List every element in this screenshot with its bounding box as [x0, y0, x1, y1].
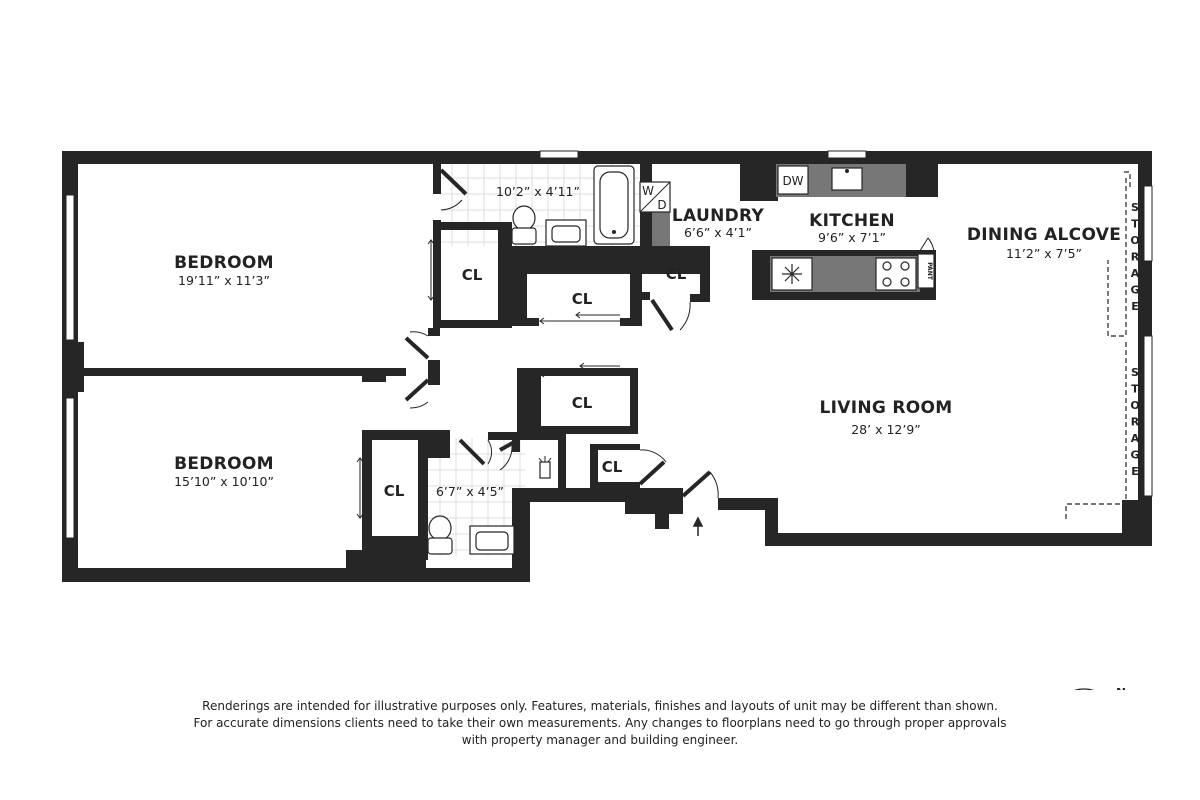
kitchen-name: KITCHEN	[809, 211, 895, 231]
closet-label: CL	[666, 265, 687, 283]
disclaimer-line: Renderings are intended for illustrative…	[202, 699, 998, 713]
windows	[65, 150, 1153, 539]
bath2-fixtures	[427, 456, 552, 555]
closet-label: CL	[572, 290, 593, 308]
entry-arrow-icon	[692, 516, 704, 536]
closet-label: CL	[462, 266, 483, 284]
window	[65, 397, 75, 539]
compass-north-label: N	[1116, 686, 1126, 690]
closet-label: CL	[384, 482, 405, 500]
kitchen-dims: 9’6” x 7’1”	[818, 230, 886, 245]
kitchen-counters	[770, 164, 935, 292]
disclaimer-line: with property manager and building engin…	[461, 733, 739, 747]
disclaimer: Renderings are intended for illustrative…	[160, 698, 1040, 749]
bath1-fixtures	[511, 165, 635, 247]
window	[827, 150, 867, 159]
toilet-icon	[512, 205, 536, 231]
disclaimer-line: For accurate dimensions clients need to …	[193, 716, 1007, 730]
laundry-fixtures	[639, 181, 671, 246]
pantry-cabinet	[917, 253, 935, 289]
closet-labels: CL CL CL CL CL CL	[384, 265, 687, 500]
doors	[356, 168, 719, 536]
kitchen-sink-icon	[831, 167, 863, 191]
window	[1143, 185, 1153, 262]
living-dims: 28’ x 12’9”	[851, 422, 921, 437]
bath1-dims: 10’2” x 4’11”	[496, 184, 580, 199]
closet-label: CL	[572, 394, 593, 412]
laundry-name: LAUNDRY	[672, 206, 765, 226]
dryer-label: D	[657, 198, 666, 212]
window	[1143, 335, 1153, 497]
washer-label: W	[642, 184, 654, 198]
bedroom2-name: BEDROOM	[174, 454, 274, 474]
bedroom2-dims: 15’10” x 10’10”	[174, 474, 274, 489]
storage-outlines	[1065, 171, 1131, 520]
window	[539, 150, 579, 159]
living-name: LIVING ROOM	[820, 398, 953, 418]
dining-name: DINING ALCOVE	[967, 225, 1121, 245]
window	[65, 194, 75, 341]
closet-label: CL	[602, 458, 623, 476]
room-labels: BEDROOM 19’11” x 11’3” BEDROOM 15’10” x …	[174, 184, 1121, 499]
dishwasher-label: DW	[782, 174, 803, 188]
pantry-label: PANT	[926, 262, 933, 281]
dishwasher-icon	[777, 165, 809, 195]
bedroom1-dims: 19’11” x 11’3”	[178, 273, 270, 288]
bedroom1-name: BEDROOM	[174, 253, 274, 273]
water-heater-icon	[539, 461, 551, 479]
bath2-dims: 6’7” x 4’5”	[436, 484, 504, 499]
laundry-dims: 6’6” x 4’1”	[684, 225, 752, 240]
floor-plan: BEDROOM 19’11” x 11’3” BEDROOM 15’10” x …	[62, 150, 1153, 690]
compass-icon: N	[1074, 686, 1126, 690]
dining-dims: 11’2” x 7’5”	[1006, 246, 1082, 261]
stove-icon	[875, 257, 917, 291]
toilet-icon	[428, 515, 452, 541]
appliance-labels: DW W D PANT	[642, 174, 933, 281]
